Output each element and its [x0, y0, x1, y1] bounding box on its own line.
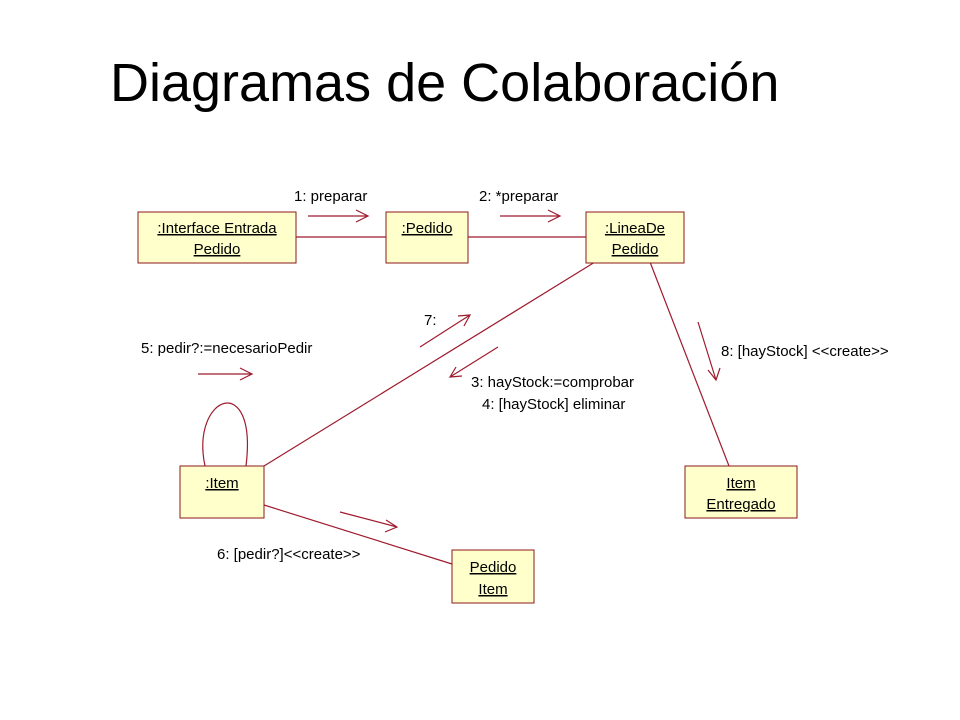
message-arrow-2-icon [500, 209, 562, 223]
message-arrow-8-icon [697, 321, 721, 382]
message-label-6: 6: [pedir?]<<create>> [217, 546, 361, 563]
object-label-line1: :Item [205, 475, 238, 492]
message-label-2: 2: *preparar [479, 188, 558, 205]
object-label-line1: :LineaDe [605, 220, 665, 237]
object-item-entregado[interactable]: Item Entregado [684, 465, 798, 519]
object-label-line2: Pedido [612, 241, 659, 258]
object-pedido[interactable]: :Pedido [385, 211, 469, 264]
link-lineadepedido-itementregado [649, 261, 730, 467]
object-label-line1: Pedido [470, 559, 517, 576]
message-label-5: 5: pedir?:=necesarioPedir [141, 340, 312, 357]
object-label-line2: Pedido [194, 241, 241, 258]
object-label-line1: Item [726, 475, 755, 492]
message-label-3: 3: hayStock:=comprobar [471, 374, 634, 391]
object-label-line1: :Interface Entrada [157, 220, 277, 237]
object-item[interactable]: :Item [179, 465, 265, 519]
message-label-4: 4: [hayStock] eliminar [482, 396, 625, 413]
self-link-item [202, 402, 248, 467]
message-arrow-3-4-icon [448, 346, 499, 378]
object-interface-entrada-pedido[interactable]: :Interface Entrada Pedido [137, 211, 297, 264]
object-linea-de-pedido[interactable]: :LineaDe Pedido [585, 211, 685, 264]
message-label-7: 7: [424, 312, 437, 329]
message-label-8: 8: [hayStock] <<create>> [721, 343, 889, 360]
object-label-line1: :Pedido [402, 220, 453, 237]
message-arrow-5-icon [198, 367, 254, 381]
link-item-pedidoitem [263, 504, 453, 565]
message-arrow-7-icon [419, 314, 472, 348]
object-pedido-item[interactable]: Pedido Item [451, 549, 535, 604]
message-arrow-1-icon [308, 209, 370, 223]
message-arrow-6-icon [339, 511, 399, 533]
object-label-line2: Item [478, 581, 507, 598]
message-label-1: 1: preparar [294, 188, 367, 205]
page-title: Diagramas de Colaboración [110, 53, 780, 113]
link-lineadepedido-item [263, 261, 596, 467]
object-label-line2: Entregado [706, 496, 775, 513]
